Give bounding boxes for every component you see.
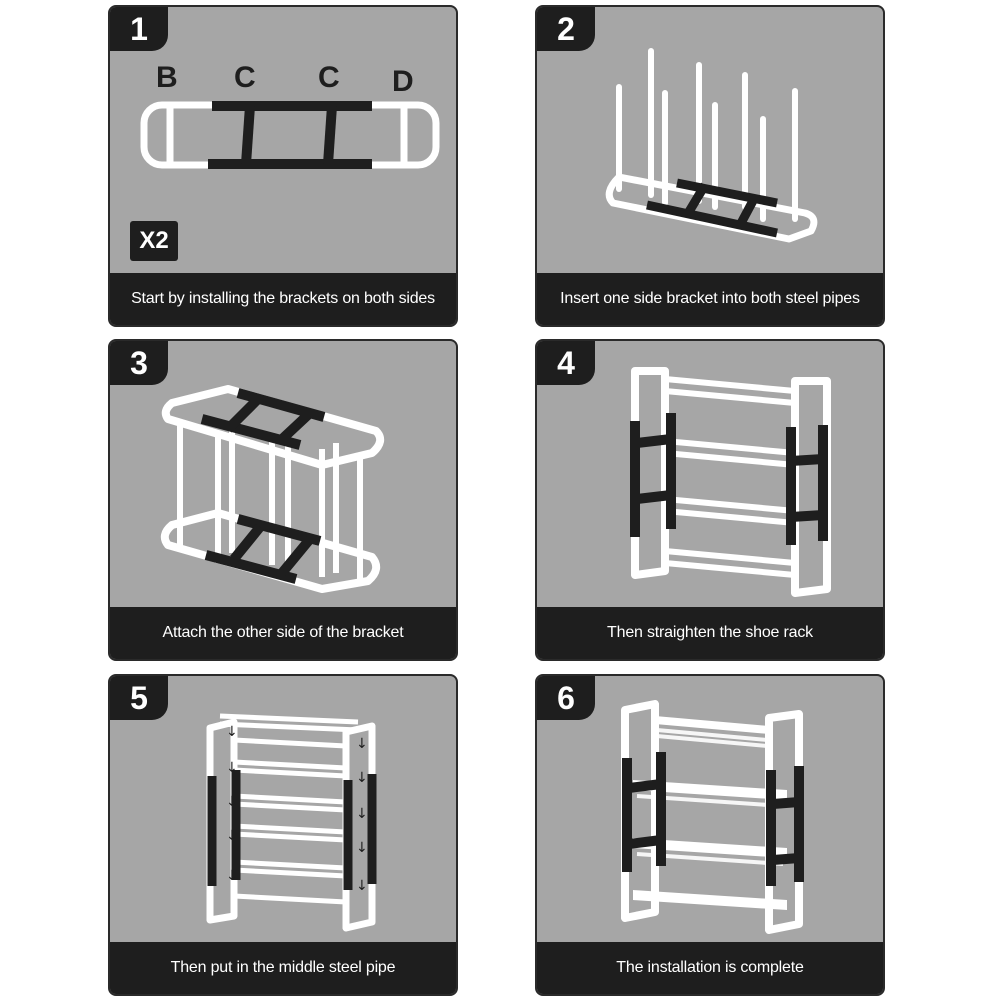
svg-text:↓: ↓ bbox=[226, 828, 238, 844]
svg-text:↓: ↓ bbox=[226, 760, 238, 776]
step-number: 6 bbox=[537, 676, 595, 720]
step-panel-2: 2 Insert one side bracket into both stee… bbox=[535, 5, 885, 327]
svg-text:↓: ↓ bbox=[356, 840, 368, 856]
step-caption: Attach the other side of the bracket bbox=[110, 607, 456, 659]
part-label-c: C bbox=[234, 61, 256, 94]
completed-rack-illustration bbox=[621, 700, 804, 934]
middle-pipe-illustration: ↓ ↓ ↓ ↓ ↓ ↓ ↓ ↓ ↓ ↓ bbox=[206, 713, 377, 932]
step-number: 1 bbox=[110, 7, 168, 51]
step-caption: Insert one side bracket into both steel … bbox=[537, 273, 883, 325]
pipes-illustration bbox=[605, 48, 818, 243]
multiplier-badge: X2 bbox=[130, 221, 178, 261]
step-panel-5: 5 ↓ ↓ ↓ ↓ ↓ ↓ ↓ ↓ bbox=[108, 674, 458, 996]
rack-frame-illustration bbox=[630, 367, 831, 597]
step-number: 4 bbox=[537, 341, 595, 385]
part-label-b: B bbox=[156, 61, 178, 94]
bracket-illustration bbox=[140, 101, 440, 169]
svg-text:↓: ↓ bbox=[356, 736, 368, 752]
step-panel-6: 6 The installation is comp bbox=[535, 674, 885, 996]
svg-text:↓: ↓ bbox=[226, 868, 238, 884]
step-number: 3 bbox=[110, 341, 168, 385]
svg-text:↓: ↓ bbox=[356, 878, 368, 894]
step-caption: Then put in the middle steel pipe bbox=[110, 942, 456, 994]
step-number: 5 bbox=[110, 676, 168, 720]
step-panel-1: 1 B C C D X2 Start by installing the bra… bbox=[108, 5, 458, 327]
svg-text:↓: ↓ bbox=[356, 806, 368, 822]
step-panel-3: 3 Attach the other side of the brack bbox=[108, 339, 458, 661]
frame-illustration bbox=[160, 385, 385, 593]
step-caption: Then straighten the shoe rack bbox=[537, 607, 883, 659]
svg-text:↓: ↓ bbox=[226, 724, 238, 740]
step-caption: The installation is complete bbox=[537, 942, 883, 994]
step-panel-4: 4 Then straighten the shoe rack bbox=[535, 339, 885, 661]
step-caption: Start by installing the brackets on both… bbox=[110, 273, 456, 325]
part-label-d: D bbox=[392, 65, 414, 98]
step-number: 2 bbox=[537, 7, 595, 51]
svg-text:↓: ↓ bbox=[226, 794, 238, 810]
part-label-c-2: C bbox=[318, 61, 340, 94]
svg-text:↓: ↓ bbox=[356, 770, 368, 786]
